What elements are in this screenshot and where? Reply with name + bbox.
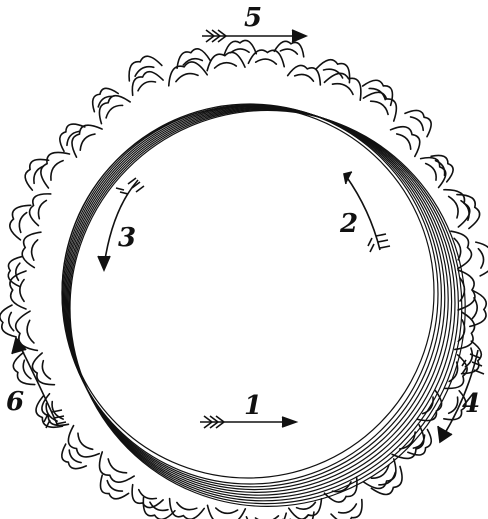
cloud-puff	[10, 352, 35, 389]
cloud-puff	[0, 305, 16, 338]
cloud-puff	[7, 256, 22, 287]
cloud-puff	[476, 240, 488, 276]
cloud-puff	[6, 201, 31, 240]
cloud-puff	[19, 229, 41, 267]
cloud-puff	[20, 153, 49, 190]
label-1: 1	[244, 391, 262, 421]
cloud-puff	[316, 55, 355, 83]
cloud-puff	[206, 51, 245, 71]
label-2: 2	[339, 209, 358, 239]
cloud-puff	[56, 444, 86, 475]
cloud-puff	[444, 184, 474, 227]
cloud-puff	[10, 271, 26, 309]
cloud-puff	[371, 466, 409, 500]
label-3: 3	[118, 223, 136, 253]
label-6: 6	[6, 387, 24, 417]
cloud-puff	[174, 46, 210, 68]
label-5: 5	[244, 3, 262, 33]
cloud-puff	[165, 499, 204, 519]
cloud-puff	[246, 513, 287, 519]
cloud-puff	[62, 426, 100, 465]
cloud-puff	[206, 505, 245, 519]
cloud-puff	[363, 85, 403, 121]
spiral-band	[62, 104, 465, 506]
cloud-puff	[324, 67, 367, 100]
cloud-puff	[391, 120, 427, 157]
cloud-puff	[25, 189, 51, 226]
cloud-puff	[92, 452, 134, 490]
cloud-puff	[405, 104, 437, 137]
cloud-puff	[126, 67, 163, 95]
label-4: 4	[462, 389, 480, 419]
